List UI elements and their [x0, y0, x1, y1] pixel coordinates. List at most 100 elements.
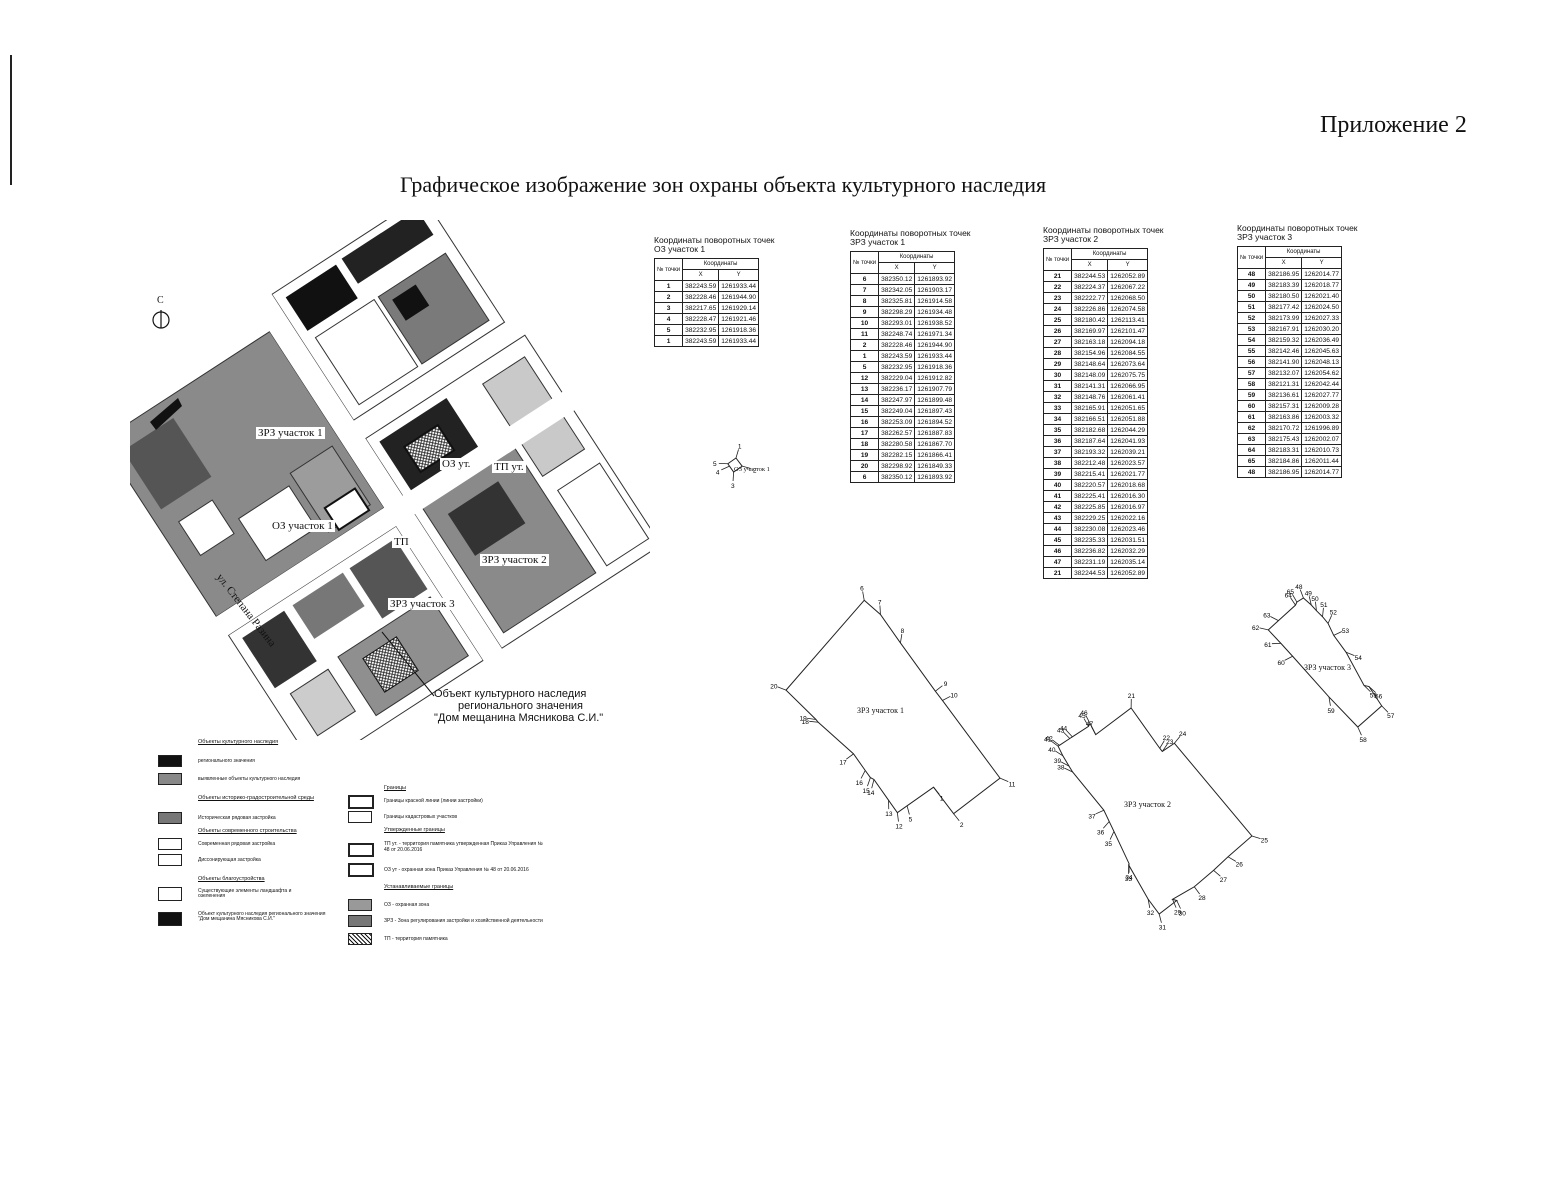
vertex-label: 22 [1163, 735, 1171, 742]
point-number: 11 [849, 328, 880, 340]
vertex-tick [999, 777, 1009, 783]
point-number: 54 [1236, 334, 1267, 346]
point-number: 17 [849, 427, 880, 439]
vertex-tick [1083, 718, 1089, 727]
point-number: 25 [1042, 314, 1073, 326]
vertex-label: 60 [1277, 660, 1285, 667]
coord-x: 382180.50 [1265, 290, 1303, 302]
coord-x: 382186.95 [1265, 466, 1303, 478]
coord-y: 1261914.58 [914, 295, 956, 307]
point-number: 37 [1042, 446, 1073, 458]
map-label-oz1: ОЗ участок 1 [270, 520, 335, 532]
vertex-label: 19 [799, 716, 807, 723]
point-number: 14 [849, 394, 880, 406]
coord-y: 1262054.62 [1301, 367, 1343, 379]
point-number: 43 [1042, 512, 1073, 524]
vertex-label: 29 [1174, 909, 1182, 916]
coord-x: 382186.95 [1265, 268, 1303, 280]
north-arrow-icon [152, 310, 170, 329]
callout-text: Объект культурного наследия региональног… [434, 688, 603, 724]
vertex-tick [1381, 705, 1389, 713]
col-x-header: X [682, 269, 720, 281]
coord-y: 1262052.89 [1107, 270, 1149, 282]
vertex-tick [1060, 761, 1070, 767]
point-number: 53 [1236, 323, 1267, 335]
legend-swatch-landscape [158, 887, 182, 901]
point-number: 13 [849, 383, 880, 395]
col-x-header: X [878, 262, 916, 274]
coord-x: 382163.86 [1265, 411, 1303, 423]
point-number: 6 [849, 471, 880, 483]
legend-heading-historic: Объекты историко-градостроительной среды [198, 795, 314, 801]
vertex-label: 44 [1060, 725, 1068, 732]
coord-y: 1262018.68 [1107, 479, 1149, 491]
coord-y: 1262027.77 [1301, 389, 1343, 401]
point-number: 29 [1042, 358, 1073, 370]
coord-x: 382154.96 [1071, 347, 1109, 359]
map-label-tput: ТП ут. [492, 461, 526, 473]
vertex-tick [906, 805, 910, 815]
point-number: 18 [849, 438, 880, 450]
vertex-label: 34 [1125, 875, 1133, 882]
table-oz1-caption-2: ОЗ участок 1 [654, 244, 706, 254]
vertex-tick [1161, 743, 1168, 752]
coord-x: 382141.90 [1265, 356, 1303, 368]
vertex-tick [1064, 767, 1073, 773]
legend-swatch-oz [348, 899, 372, 911]
coord-y: 1262045.63 [1301, 345, 1343, 357]
vertex-label: 57 [1387, 713, 1395, 720]
legend-item-zrz: ЗРЗ - Зона регулирования застройки и хоз… [384, 918, 543, 924]
point-number: 61 [1236, 411, 1267, 423]
vertex-tick [1055, 750, 1064, 757]
coord-x: 382229.04 [878, 372, 916, 384]
vertex-label: 1 [738, 444, 742, 451]
point-number: 3 [653, 302, 684, 314]
coord-x: 382350.12 [878, 471, 916, 483]
coord-x: 382167.91 [1265, 323, 1303, 335]
coord-y: 1262067.22 [1107, 281, 1149, 293]
legend-heading-proposed: Устанавливаемые границы [384, 884, 454, 890]
col-no-header: № точки [1042, 248, 1073, 271]
vertex-tick [933, 786, 940, 795]
coord-y: 1261996.89 [1301, 422, 1343, 434]
point-number: 28 [1042, 347, 1073, 359]
coord-x: 382228.47 [682, 313, 720, 325]
point-number: 2 [849, 339, 880, 351]
north-label: С [157, 295, 164, 306]
vertex-label: 23 [1166, 739, 1174, 746]
vertex-label: 40 [1048, 747, 1056, 754]
coord-x: 382232.95 [878, 361, 916, 373]
coord-y: 1262032.29 [1107, 545, 1149, 557]
coord-y: 1262021.77 [1107, 468, 1149, 480]
legend-swatch-tpur [348, 843, 374, 857]
table-oz1-caption-1: Координаты поворотных точек [654, 235, 775, 245]
col-x-header: X [1071, 259, 1109, 271]
coord-x: 382282.15 [878, 449, 916, 461]
point-number: 55 [1236, 345, 1267, 357]
col-x-header: X [1265, 257, 1303, 269]
point-number: 62 [1236, 422, 1267, 434]
vertex-tick [1299, 589, 1304, 599]
legend-heading-modern: Объекты современного строительства [198, 828, 297, 834]
col-group-header: Координаты [1071, 248, 1149, 260]
vertex-tick [1345, 651, 1355, 656]
coord-x: 382235.33 [1071, 534, 1109, 546]
point-number: 35 [1042, 424, 1073, 436]
col-group-header: Координаты [1265, 246, 1343, 258]
